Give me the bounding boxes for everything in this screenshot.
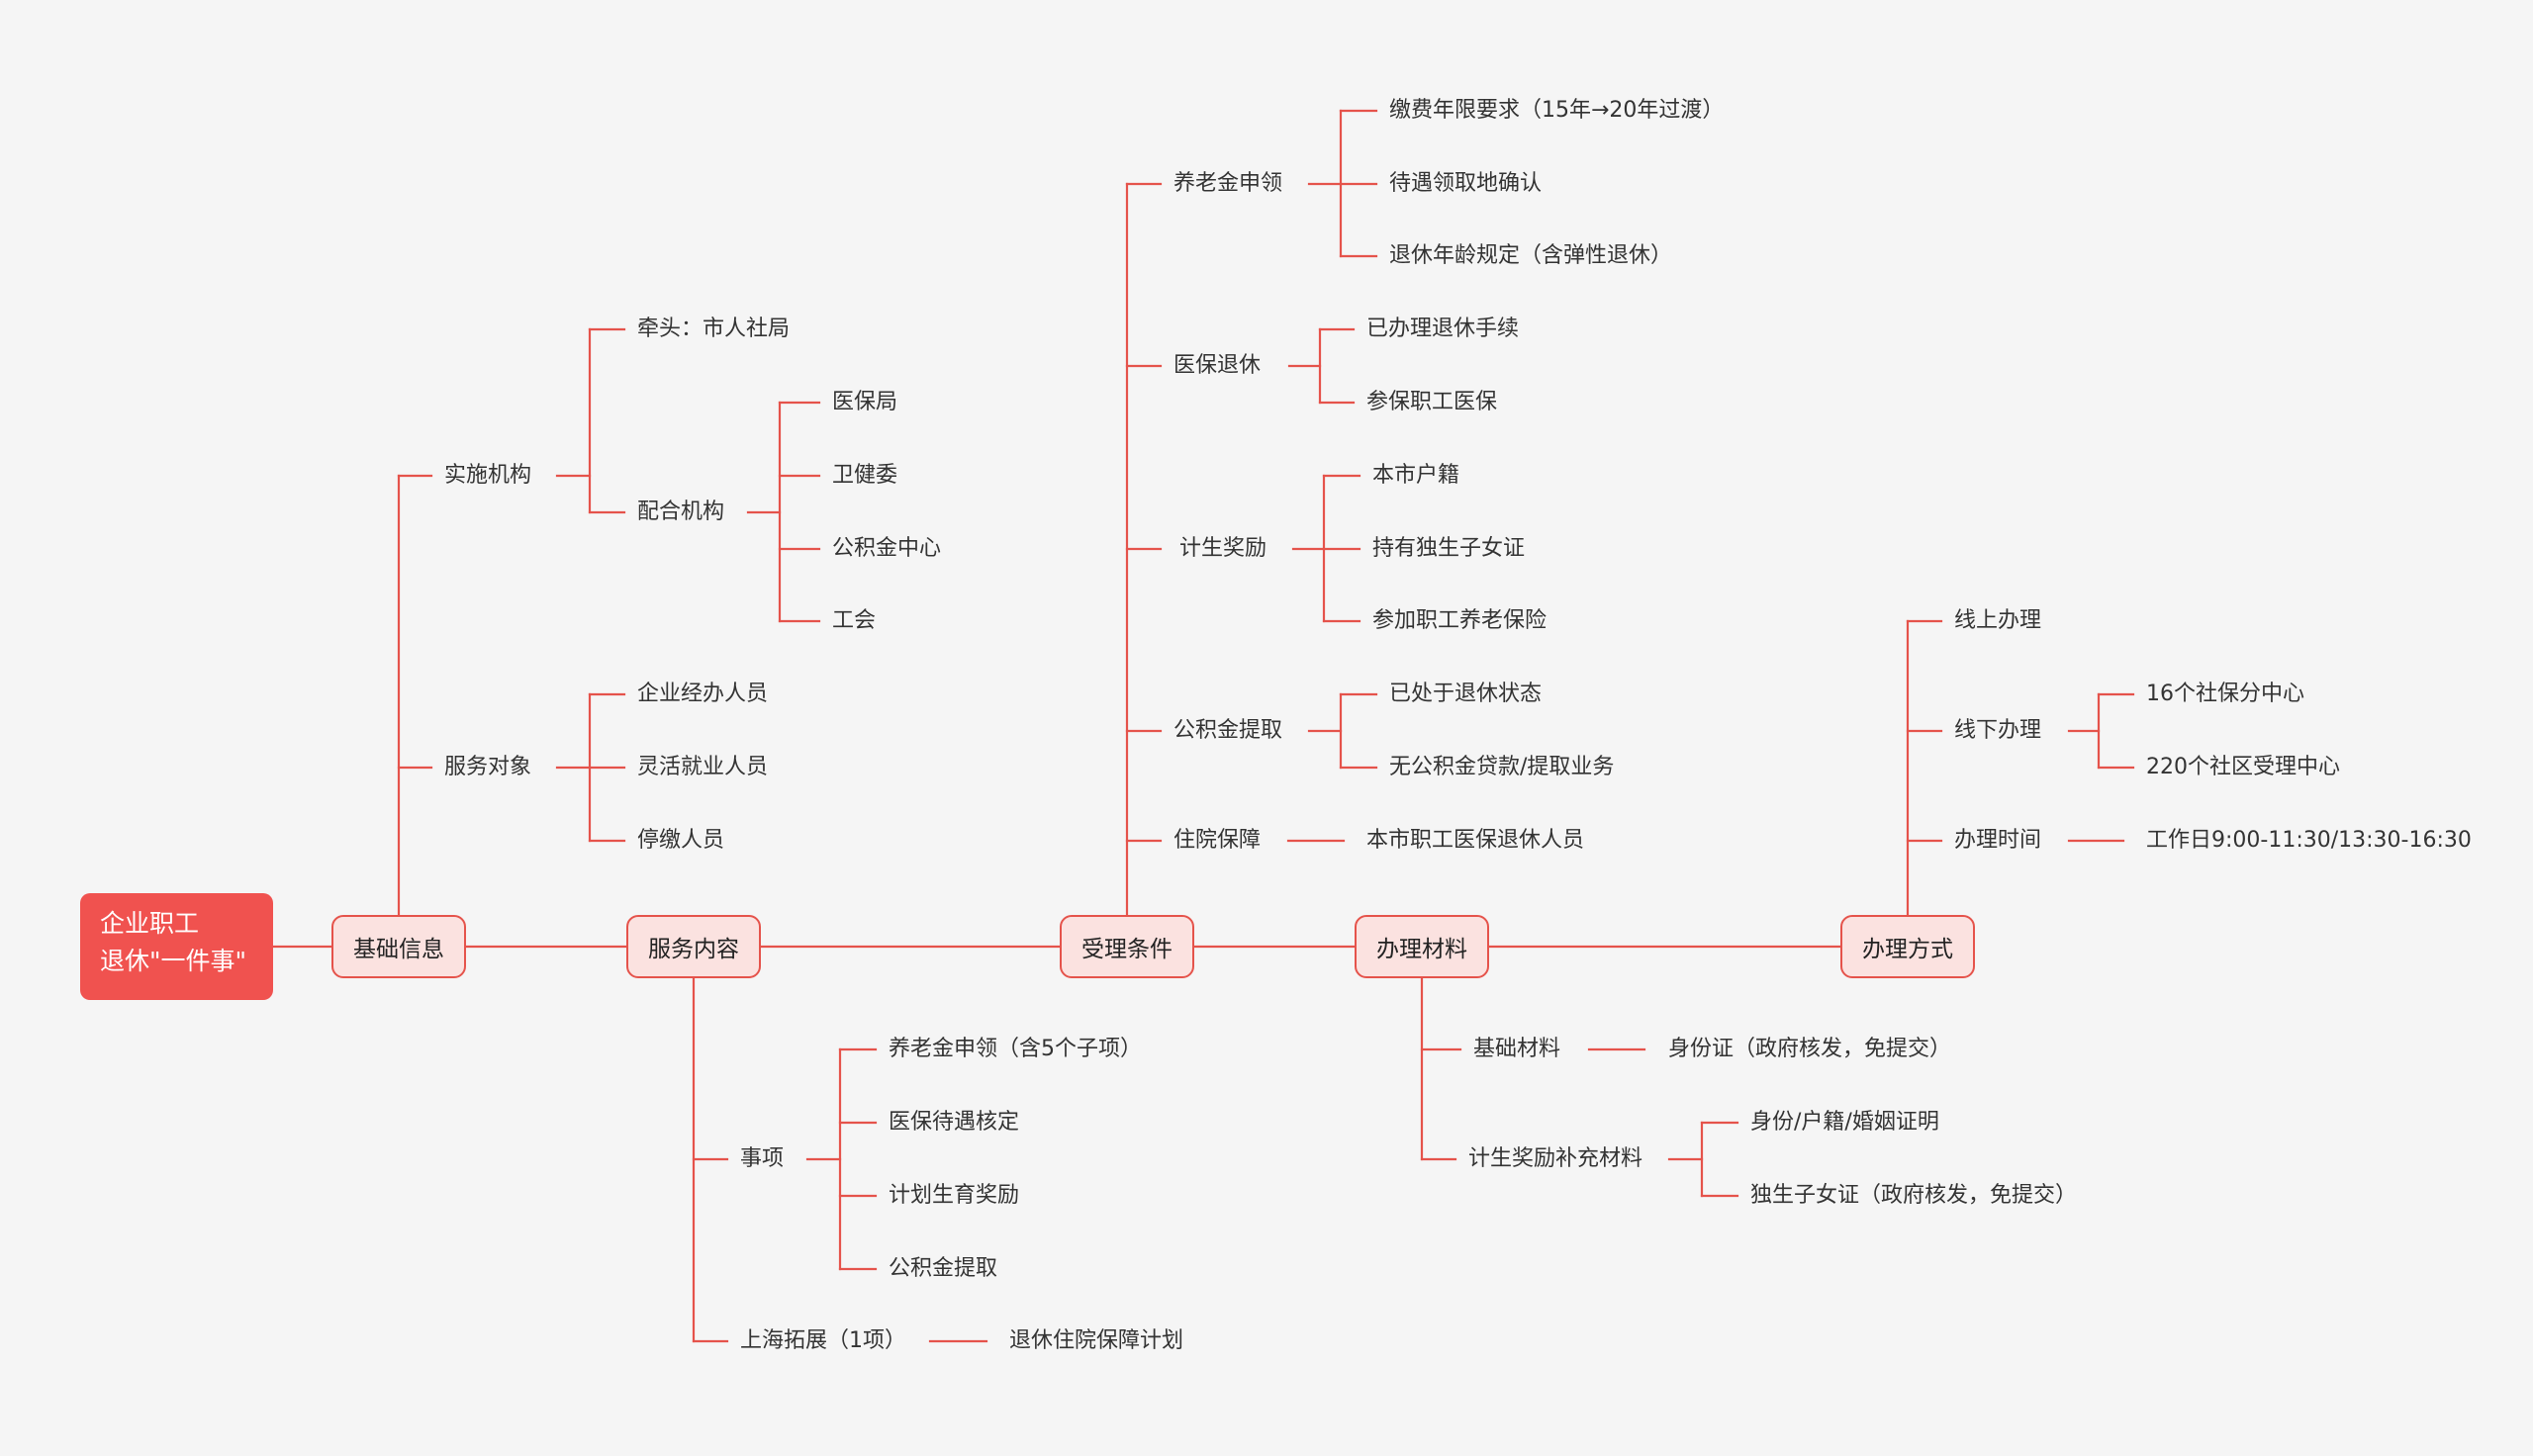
node-medical-insurance-bureau[interactable]: 医保局 bbox=[832, 390, 898, 414]
node-cond-pension-location[interactable]: 待遇领取地确认 bbox=[1389, 171, 1543, 196]
node-cond-medical-retire[interactable]: 医保退休 bbox=[1173, 353, 1262, 378]
node-pension-application[interactable]: 养老金申领（含5个子项） bbox=[889, 1037, 1142, 1061]
node-service-targets[interactable]: 服务对象 bbox=[444, 755, 532, 779]
node-id-card[interactable]: 身份证（政府核发，免提交） bbox=[1668, 1037, 1952, 1061]
node-identity-proof[interactable]: 身份/户籍/婚姻证明 bbox=[1750, 1110, 1939, 1135]
node-online[interactable]: 线上办理 bbox=[1954, 608, 2042, 633]
node-office-hours-value[interactable]: 工作日9:00-11:30/13:30-16:30 bbox=[2146, 828, 2472, 853]
node-cond-retired-insured[interactable]: 本市职工医保退休人员 bbox=[1366, 828, 1585, 853]
node-suspended-payers[interactable]: 停缴人员 bbox=[637, 828, 725, 853]
root-title-line2: 退休"一件事" bbox=[100, 947, 246, 975]
node-medical-benefit-verification[interactable]: 医保待遇核定 bbox=[889, 1110, 1020, 1135]
node-cond-retired-status[interactable]: 已处于退休状态 bbox=[1389, 682, 1543, 706]
node-basic-info[interactable]: 基础信息 bbox=[331, 915, 466, 978]
node-trade-union[interactable]: 工会 bbox=[832, 608, 877, 633]
node-cond-pension[interactable]: 养老金申领 bbox=[1173, 171, 1283, 196]
node-enterprise-staff[interactable]: 企业经办人员 bbox=[637, 682, 769, 706]
node-handling-method[interactable]: 办理方式 bbox=[1840, 915, 1975, 978]
node-only-child-certificate[interactable]: 独生子女证（政府核发，免提交） bbox=[1750, 1183, 2078, 1208]
node-implementing-agency[interactable]: 实施机构 bbox=[444, 463, 532, 488]
node-cond-no-loan[interactable]: 无公积金贷款/提取业务 bbox=[1389, 755, 1615, 779]
node-cond-housing-fund[interactable]: 公积金提取 bbox=[1173, 718, 1283, 743]
node-shanghai-extension[interactable]: 上海拓展（1项） bbox=[740, 1328, 906, 1353]
node-housing-fund-center[interactable]: 公积金中心 bbox=[832, 536, 942, 561]
root-node[interactable]: 企业职工 退休"一件事" bbox=[80, 893, 273, 1000]
node-cond-pension-insured[interactable]: 参加职工养老保险 bbox=[1372, 608, 1548, 633]
node-family-planning-materials[interactable]: 计生奖励补充材料 bbox=[1468, 1146, 1643, 1171]
node-health-commission[interactable]: 卫健委 bbox=[832, 463, 898, 488]
node-service-content[interactable]: 服务内容 bbox=[626, 915, 761, 978]
node-housing-fund-withdrawal[interactable]: 公积金提取 bbox=[889, 1256, 998, 1281]
node-offline[interactable]: 线下办理 bbox=[1954, 718, 2042, 743]
node-retirement-hospital-plan[interactable]: 退休住院保障计划 bbox=[1009, 1328, 1184, 1353]
node-family-planning-reward[interactable]: 计划生育奖励 bbox=[889, 1183, 1020, 1208]
node-cond-family-planning[interactable]: 计生奖励 bbox=[1179, 536, 1267, 561]
node-office-hours[interactable]: 办理时间 bbox=[1954, 828, 2042, 853]
node-cond-pension-years[interactable]: 缴费年限要求（15年→20年过渡） bbox=[1389, 98, 1725, 123]
node-lead-agency[interactable]: 牵头：市人社局 bbox=[637, 317, 791, 341]
node-cond-insured-medical[interactable]: 参保职工医保 bbox=[1366, 390, 1498, 414]
node-social-security-centers[interactable]: 16个社保分中心 bbox=[2146, 682, 2304, 706]
node-basic-materials[interactable]: 基础材料 bbox=[1473, 1037, 1561, 1061]
node-flexible-workers[interactable]: 灵活就业人员 bbox=[637, 755, 769, 779]
node-materials[interactable]: 办理材料 bbox=[1355, 915, 1489, 978]
node-cond-hospital-guarantee[interactable]: 住院保障 bbox=[1173, 828, 1262, 853]
root-title-line1: 企业职工 bbox=[100, 909, 200, 938]
node-acceptance-conditions[interactable]: 受理条件 bbox=[1060, 915, 1194, 978]
node-cond-retired-procedure[interactable]: 已办理退休手续 bbox=[1366, 317, 1520, 341]
node-community-centers[interactable]: 220个社区受理中心 bbox=[2146, 755, 2340, 779]
node-cooperating-agencies[interactable]: 配合机构 bbox=[637, 500, 725, 524]
node-cond-local-household[interactable]: 本市户籍 bbox=[1372, 463, 1460, 488]
node-cond-only-child-cert[interactable]: 持有独生子女证 bbox=[1372, 536, 1526, 561]
node-cond-pension-age[interactable]: 退休年龄规定（含弹性退休） bbox=[1389, 243, 1673, 268]
node-matters[interactable]: 事项 bbox=[740, 1146, 785, 1171]
